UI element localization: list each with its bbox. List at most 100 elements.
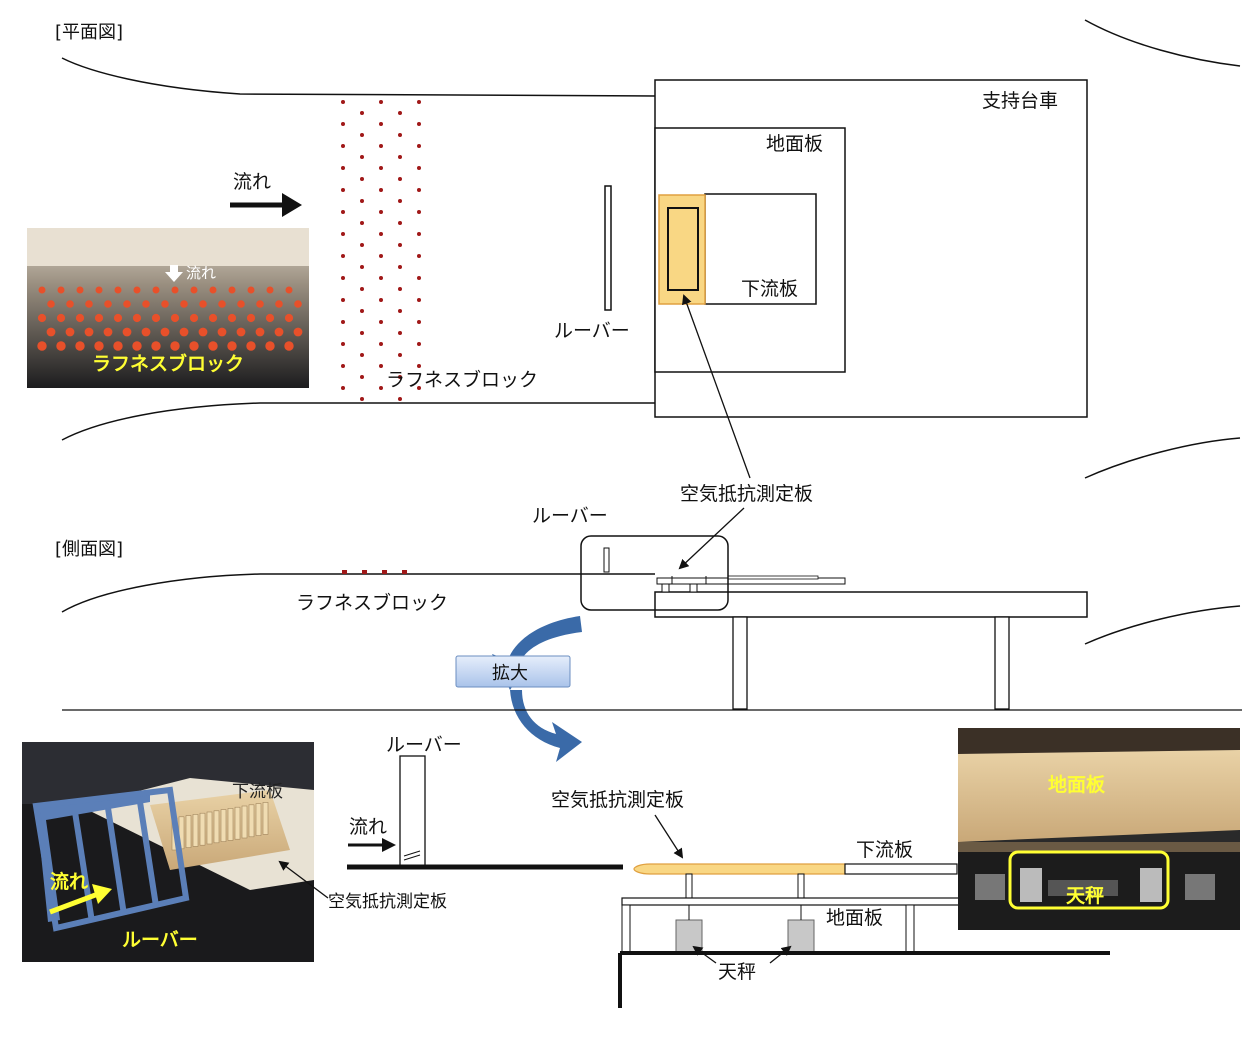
- photo-roughness-block: [57, 286, 65, 294]
- roughness-dot: [398, 243, 402, 247]
- louver-plan: [604, 185, 612, 311]
- photo-roughness-block: [237, 300, 245, 308]
- photo-slat: [248, 804, 255, 838]
- roughness-photo: 流れ ラフネスブロック: [27, 228, 309, 388]
- roughness-dot: [398, 133, 402, 137]
- roughness-dot: [360, 221, 364, 225]
- roughness-dot: [398, 375, 402, 379]
- photo-roughness-block: [171, 286, 179, 294]
- photo-roughness-block: [227, 341, 237, 351]
- roughness-dot: [341, 232, 345, 236]
- roughness-dot: [417, 320, 421, 324]
- roughness-dot: [379, 100, 383, 104]
- roughness-dot: [341, 144, 345, 148]
- roughness-dot: [379, 210, 383, 214]
- photo-roughness-block: [284, 313, 294, 323]
- roughness-dot: [341, 276, 345, 280]
- photo-roughness-block: [246, 313, 256, 323]
- roughness-dot: [398, 111, 402, 115]
- roughness-dot: [379, 298, 383, 302]
- callout-arrow-plan: [682, 294, 751, 479]
- roughness-dot: [417, 232, 421, 236]
- balance-side-1: [661, 583, 670, 593]
- photo-roughness-block: [85, 300, 93, 308]
- roughness-dot: [417, 188, 421, 192]
- photo-roughness-block: [285, 286, 293, 294]
- photo-roughness-block: [246, 341, 256, 351]
- photo-roughness-block: [56, 313, 66, 323]
- drag-plate-label-photo: 空気抵抗測定板: [328, 892, 447, 912]
- louver-label-plan: ルーバー: [554, 320, 630, 342]
- flow-arrow-down-icon: [165, 265, 183, 282]
- plan-outer-curve-top: [1084, 19, 1241, 67]
- photo-roughness-block: [142, 300, 150, 308]
- roughness-dot: [379, 144, 383, 148]
- side-outer-curve: [1084, 605, 1241, 645]
- photo-roughness-block: [189, 341, 199, 351]
- photo-roughness-block: [255, 327, 265, 337]
- roughness-dot: [360, 397, 364, 401]
- drag-plate-inner-plan: [667, 207, 699, 291]
- photo-roughness-block: [75, 341, 85, 351]
- roughness-dot: [417, 122, 421, 126]
- photo-roughness-block: [113, 313, 123, 323]
- photo-roughness-block: [37, 341, 47, 351]
- photo-roughness-block: [47, 300, 55, 308]
- photo-roughness-block: [123, 300, 131, 308]
- photo-roughness-block: [236, 327, 246, 337]
- photo-roughness-block: [170, 313, 180, 323]
- photo-roughness-block: [75, 313, 85, 323]
- roughness-dot: [341, 166, 345, 170]
- photo-ground-plate-label: 地面板: [1048, 773, 1106, 796]
- photo-downstream-label: 下流板: [232, 782, 283, 802]
- roughness-dot: [398, 287, 402, 291]
- roughness-dot: [417, 276, 421, 280]
- photo-roughness-block: [275, 300, 283, 308]
- plan-tunnel-upper-wall: [61, 57, 656, 97]
- roughness-dot: [341, 100, 345, 104]
- photo-roughness-block: [256, 300, 264, 308]
- roughness-dot: [379, 320, 383, 324]
- roughness-dot: [398, 353, 402, 357]
- photo-roughness-block: [113, 341, 123, 351]
- roughness-dot: [417, 254, 421, 258]
- roughness-dot: [417, 298, 421, 302]
- photo-roughness-label: ラフネスブロック: [92, 352, 244, 375]
- photo-roughness-block: [161, 300, 169, 308]
- roughness-dot: [398, 155, 402, 159]
- flow-label-plan: 流れ: [233, 171, 271, 193]
- callout-arrow-enlarged: [654, 814, 684, 859]
- photo-slat: [199, 812, 206, 846]
- roughness-dot: [398, 265, 402, 269]
- roughness-dot: [341, 386, 345, 390]
- callout-arrow-photo: [278, 860, 329, 899]
- roughness-dot: [417, 364, 421, 368]
- photo-slat: [213, 810, 220, 844]
- flow-arrowhead-enlarged: [382, 838, 396, 852]
- cart-leg-right: [994, 616, 1010, 710]
- photo-roughness-block: [208, 341, 218, 351]
- roughness-dot: [341, 364, 345, 368]
- photo-roughness-block: [152, 286, 160, 294]
- roughness-dot: [398, 309, 402, 313]
- enlarge-button: [455, 655, 571, 688]
- photo-roughness-block: [94, 341, 104, 351]
- callout-arrow-side: [678, 507, 745, 570]
- downstream-plate-label-enlarged: 下流板: [856, 839, 913, 861]
- roughness-dot: [360, 133, 364, 137]
- photo-roughness-block: [133, 286, 141, 294]
- roughness-dot: [417, 210, 421, 214]
- roughness-dot: [360, 309, 364, 313]
- balance-1: [675, 919, 703, 955]
- photo-roughness-block: [190, 286, 198, 294]
- roughness-dot: [417, 386, 421, 390]
- roughness-dot: [360, 177, 364, 181]
- roughness-dot: [360, 287, 364, 291]
- photo-roughness-block: [170, 341, 180, 351]
- photo-louver-label: ルーバー: [122, 929, 198, 951]
- downstream-plate-side: [727, 575, 819, 580]
- roughness-dot: [379, 254, 383, 258]
- photo-roughness-block: [293, 327, 303, 337]
- photo-roughness-block: [265, 341, 275, 351]
- roughness-dot: [360, 155, 364, 159]
